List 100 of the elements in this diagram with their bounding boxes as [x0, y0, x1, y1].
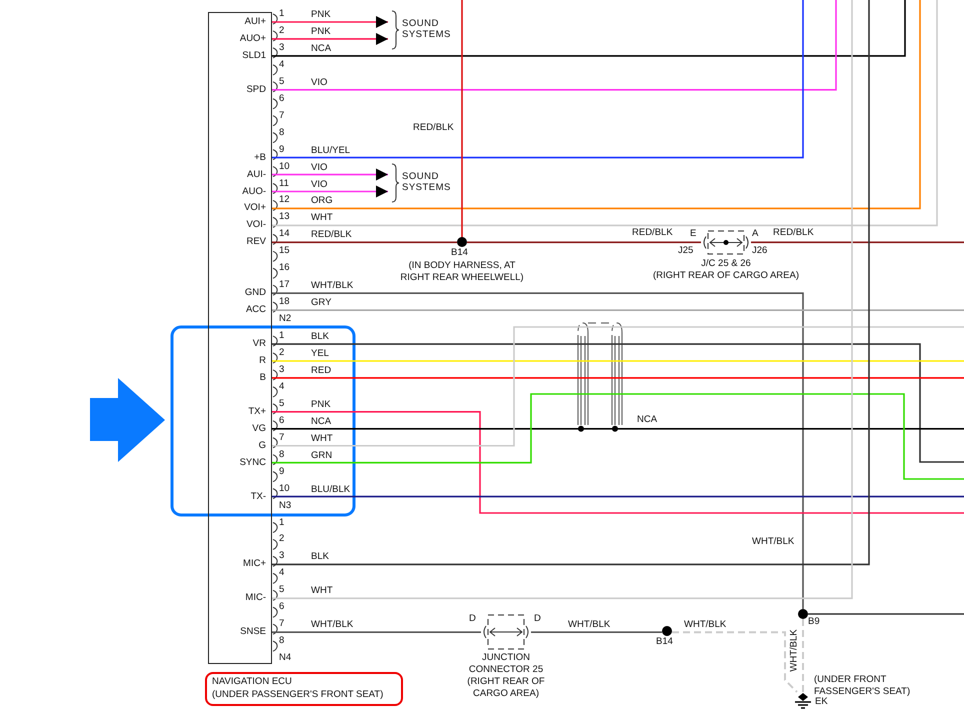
pin-name: AUO- [242, 186, 266, 196]
pin-number: 6 [279, 414, 284, 426]
wire-color-label: NCA [310, 42, 332, 54]
component-name: NAVIGATION ECU [212, 676, 292, 687]
location-note: (RIGHT REAR OF CARGO AREA) [652, 270, 800, 282]
junction-connector [481, 614, 531, 650]
destination-label: SOUND SYSTEMS [402, 18, 452, 40]
pin-name: SYNC [240, 456, 266, 468]
wire-color-label: VIO [310, 178, 328, 190]
pin-number: 10 [279, 160, 290, 172]
pin-name: SNSE [240, 626, 266, 638]
component-name: (UNDER PASSENGER'S FRONT SEAT) [212, 689, 384, 700]
pin-number: 2 [279, 533, 284, 544]
pin-number: 15 [279, 245, 290, 256]
pin-number: 9 [279, 144, 284, 155]
location-note: J25 [678, 245, 694, 256]
pin-name: R [259, 355, 266, 366]
wire-color-label: RED/BLK [772, 227, 815, 238]
location-note: J26 [752, 245, 768, 256]
wire-color-label: RED/BLK [631, 227, 674, 238]
pin-number: 8 [279, 126, 284, 138]
junction-connector [701, 230, 751, 255]
pin-number: 6 [279, 92, 284, 104]
location-note: E [690, 228, 696, 239]
wire-color-label: RED/BLK [412, 122, 455, 133]
location-note: D [469, 613, 476, 624]
wire [272, 309, 964, 311]
caption-frame [205, 672, 403, 706]
location-note: D [534, 613, 541, 624]
wire-color-label: PNK [310, 398, 332, 410]
pin-name: ACC [246, 304, 266, 316]
wire [272, 0, 906, 57]
wire [461, 0, 463, 238]
wire-color-label: PNK [310, 26, 332, 37]
wire-color-label: PNK [310, 9, 332, 20]
wire [272, 631, 481, 633]
wire-color-label: VIO [310, 162, 328, 173]
pin-number: 17 [279, 279, 290, 290]
pin-number: 11 [279, 178, 289, 188]
pin-name: AUI- [247, 168, 266, 180]
pin-number: 7 [279, 432, 284, 443]
wire [272, 0, 837, 91]
pin-number: 5 [279, 398, 284, 409]
wire-color-label: VIO [310, 76, 328, 88]
splice-id: B9 [808, 616, 820, 627]
wire [802, 619, 804, 692]
pin-name: SPD [246, 84, 266, 95]
pin-name: G [258, 440, 266, 451]
pin-name: VR [252, 338, 266, 350]
pin-number: 2 [279, 347, 284, 358]
pin-name: B [260, 372, 266, 383]
wire [272, 496, 964, 498]
pin-number: 10 [279, 482, 290, 494]
location-note: (UNDER FRONT FASSENGER'S SEAT) [814, 674, 912, 698]
pin-name: AUI+ [244, 16, 266, 27]
pin-name: SLD1 [242, 50, 266, 61]
pin-number: 4 [279, 58, 284, 70]
pin-name: MIC- [245, 592, 266, 604]
pin-number: 3 [279, 364, 284, 375]
wire-color-label: WHT/BLK [788, 628, 800, 672]
wire [672, 631, 798, 693]
wire [531, 631, 662, 633]
pin-number: 4 [279, 567, 284, 578]
pin-number: 13 [279, 211, 290, 222]
pin-number: 14 [279, 228, 290, 240]
pin-name: MIC+ [243, 558, 266, 570]
wire [272, 411, 964, 514]
pin-name: VOI- [246, 219, 266, 230]
wire-color-label: WHT/BLK [567, 619, 612, 630]
wire [751, 242, 964, 244]
pin-number: 3 [279, 550, 284, 562]
wire [272, 326, 964, 447]
wire-color-label: RED/BLK [310, 229, 353, 240]
wire [272, 16, 388, 28]
wire-color-label: BLU/YEL [310, 144, 352, 156]
wire-color-label: ORG [310, 195, 334, 206]
pin-number: 1 [279, 516, 284, 528]
wire [272, 0, 804, 158]
wire [272, 32, 388, 45]
pin-number: N2 [279, 313, 292, 324]
pin-name: REV [246, 236, 266, 248]
pin-number: N3 [279, 500, 292, 511]
pin-number: 12 [279, 194, 290, 206]
pin-name: TX- [250, 490, 266, 502]
wire-color-label: WHT/BLK [683, 619, 728, 630]
wire [272, 377, 964, 379]
ecu-box [208, 12, 272, 664]
ground-id: EK [815, 696, 828, 707]
pin-number: 7 [279, 110, 284, 121]
pin-number: 5 [279, 584, 284, 596]
wire [808, 613, 964, 615]
splice-id: B14 [451, 247, 468, 258]
wire-color-label: YEL [310, 348, 330, 359]
wire [272, 393, 964, 480]
wire [467, 242, 701, 244]
wire-color-label: BLU/BLK [310, 484, 352, 495]
wire-color-label: GRY [310, 297, 332, 308]
pin-number: 9 [279, 466, 284, 477]
pin-number: 1 [279, 8, 284, 19]
location-note: A [752, 228, 758, 239]
